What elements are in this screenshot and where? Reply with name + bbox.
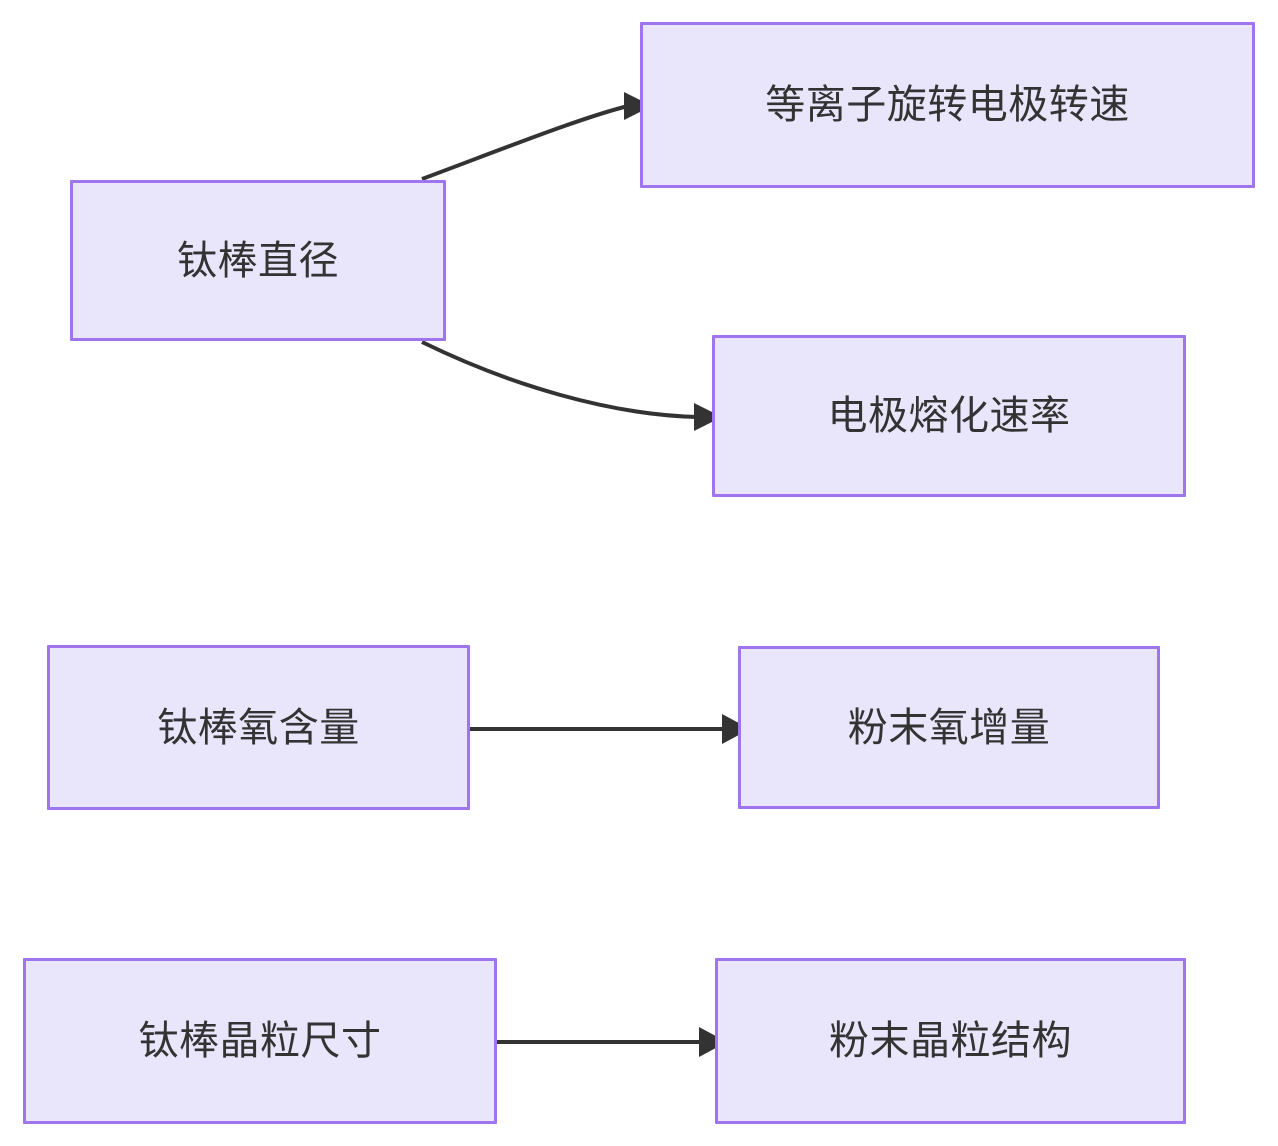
node-ti-rod-diameter[interactable]: 钛棒直径 [70,180,446,341]
node-electrode-melting-rate[interactable]: 电极熔化速率 [712,335,1186,497]
node-label: 钛棒直径 [177,238,339,283]
edge-grain-size-to-grain-structure [497,1027,727,1057]
node-label: 等离子旋转电极转速 [765,83,1130,127]
edge-diameter-to-melting-rate [421,340,722,431]
node-label: 粉末氧增量 [847,705,1051,750]
edge-oxygen-to-powder-oxygen [470,714,750,744]
node-label: 钛棒晶粒尺寸 [138,1019,382,1063]
node-label: 粉末晶粒结构 [829,1019,1072,1063]
node-powder-oxygen-increase[interactable]: 粉末氧增量 [738,646,1160,809]
edge-diameter-to-speed [421,92,652,181]
node-powder-grain-structure[interactable]: 粉末晶粒结构 [715,958,1186,1124]
node-ti-rod-grain-size[interactable]: 钛棒晶粒尺寸 [23,958,497,1124]
node-ti-rod-oxygen-content[interactable]: 钛棒氧含量 [47,645,470,810]
node-label: 电极熔化速率 [827,394,1071,438]
node-label: 钛棒氧含量 [157,705,360,750]
node-plasma-rotating-electrode-speed[interactable]: 等离子旋转电极转速 [640,22,1255,188]
